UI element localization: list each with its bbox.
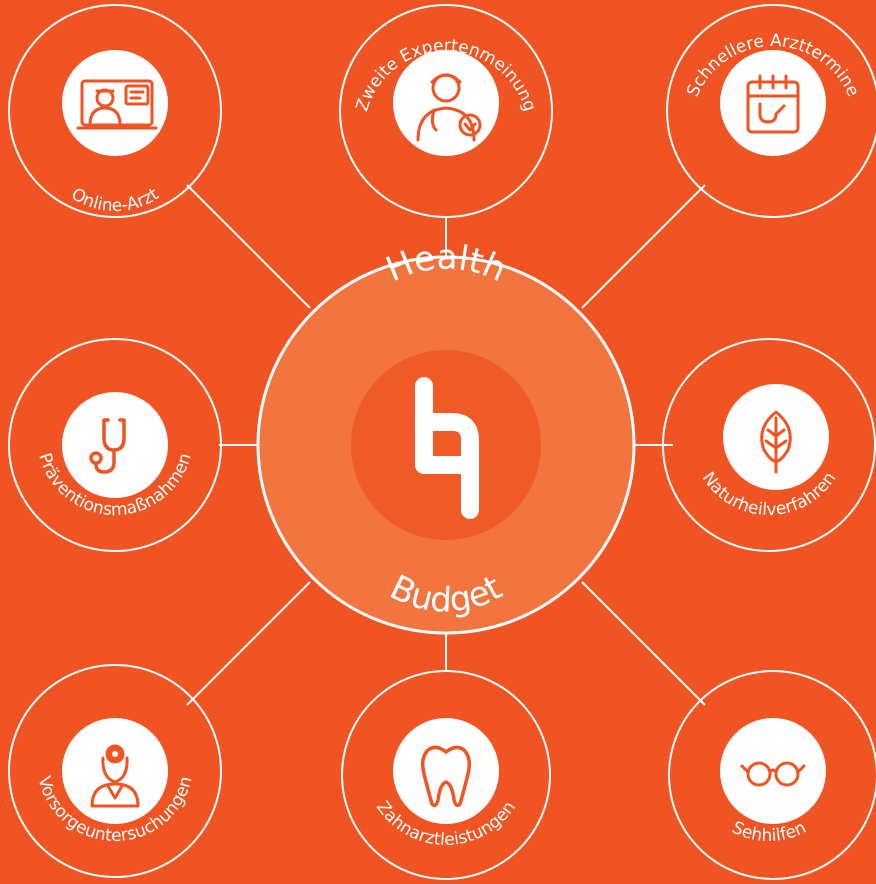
connector-line <box>581 184 706 309</box>
online-doctor-icon <box>76 79 158 130</box>
center-hub: Health Budget <box>256 237 636 635</box>
calendar-stethoscope-icon <box>746 74 800 134</box>
node-vorsorgeuntersuchungen: Vorsorgeuntersuchungen <box>8 664 222 878</box>
node-sehhilfen: Sehhilfen <box>668 670 876 880</box>
node-schnellere-arzttermine: Schnellere Arzttermine <box>666 4 876 218</box>
doctor-head-mirror-icon <box>90 744 140 808</box>
node-naturheilverfahren: Naturheilverfahren <box>662 338 876 552</box>
connector-line <box>581 581 706 706</box>
stethoscope-icon <box>89 418 126 474</box>
node-praeventionsmassnahmen: Präventionsmaßnahmen <box>8 338 222 552</box>
connector-lines <box>186 184 706 706</box>
node-online-arzt: Online-Arzt <box>8 4 222 218</box>
logo-disc <box>351 350 541 540</box>
node-zahnarztleistungen: Zahnarztleistungen <box>341 670 551 880</box>
leaf-icon <box>760 410 792 474</box>
glasses-icon <box>740 761 806 787</box>
node-zweite-expertenmeinung: Zweite Expertenmeinung <box>339 4 553 218</box>
connector-line <box>186 581 311 706</box>
doctor-heart-icon <box>416 73 482 142</box>
connector-line <box>186 184 311 309</box>
tooth-icon <box>420 745 472 808</box>
